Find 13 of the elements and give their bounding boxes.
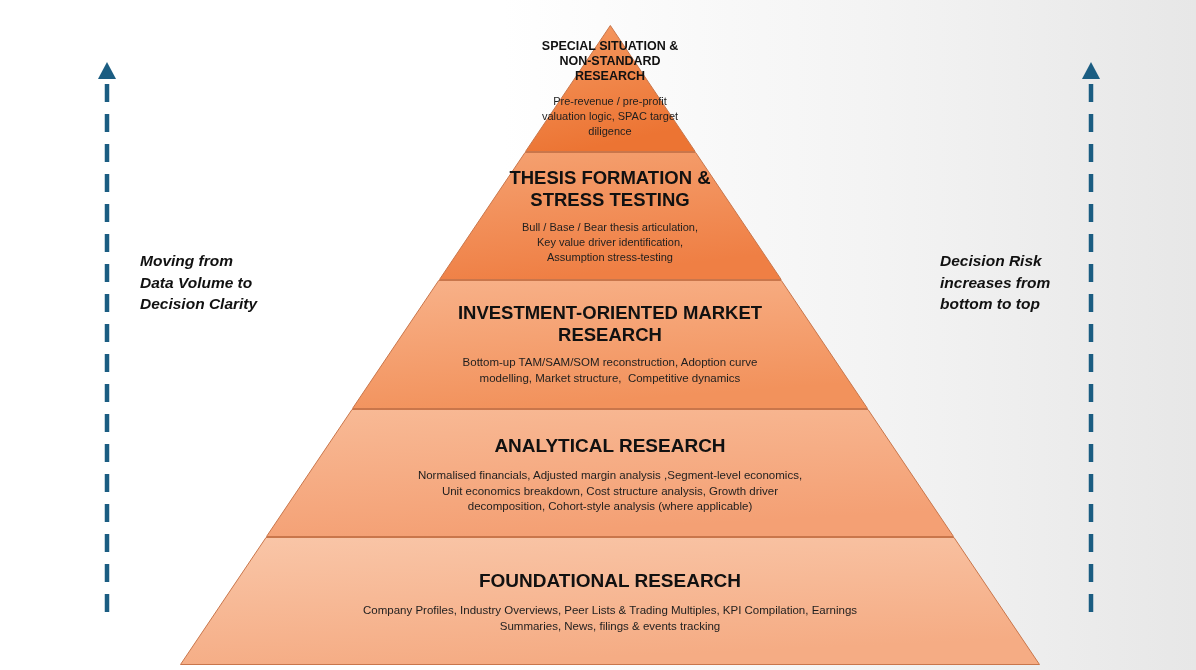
tier-heading: INVESTMENT-ORIENTED MARKET RESEARCH bbox=[456, 302, 764, 346]
tier-heading: ANALYTICAL RESEARCH bbox=[493, 435, 727, 458]
tier-description: Normalised financials, Adjusted margin analysis ,Segment-level economics, Unit economics breakdown, Cost structure analysis, Growth driver decomposition, Cohort-style analysis (where applicable) bbox=[416, 468, 804, 514]
tier-description: Company Profiles, Industry Overviews, Peer Lists & Trading Multiples, KPI Compilation, Earnings Summaries, News, filings & events tracking bbox=[361, 603, 859, 634]
tier-heading: THESIS FORMATION & STRESS TESTING bbox=[508, 167, 712, 211]
pyramid-tier bbox=[266, 409, 954, 537]
tier-description: Bull / Base / Bear thesis articulation, Key value driver identification, Assumption stress-testing bbox=[520, 220, 700, 265]
pyramid-tier bbox=[352, 280, 868, 409]
tier-heading: FOUNDATIONAL RESEARCH bbox=[477, 570, 743, 593]
tier-description: Bottom-up TAM/SAM/SOM reconstruction, Adoption curve modelling, Market structure, Competitive dynamics bbox=[461, 355, 759, 386]
pyramid-tier bbox=[180, 537, 1040, 665]
side-note: Moving from Data Volume to Decision Clarity bbox=[140, 251, 259, 315]
side-note: Decision Risk increases from bottom to top bbox=[940, 251, 1052, 315]
